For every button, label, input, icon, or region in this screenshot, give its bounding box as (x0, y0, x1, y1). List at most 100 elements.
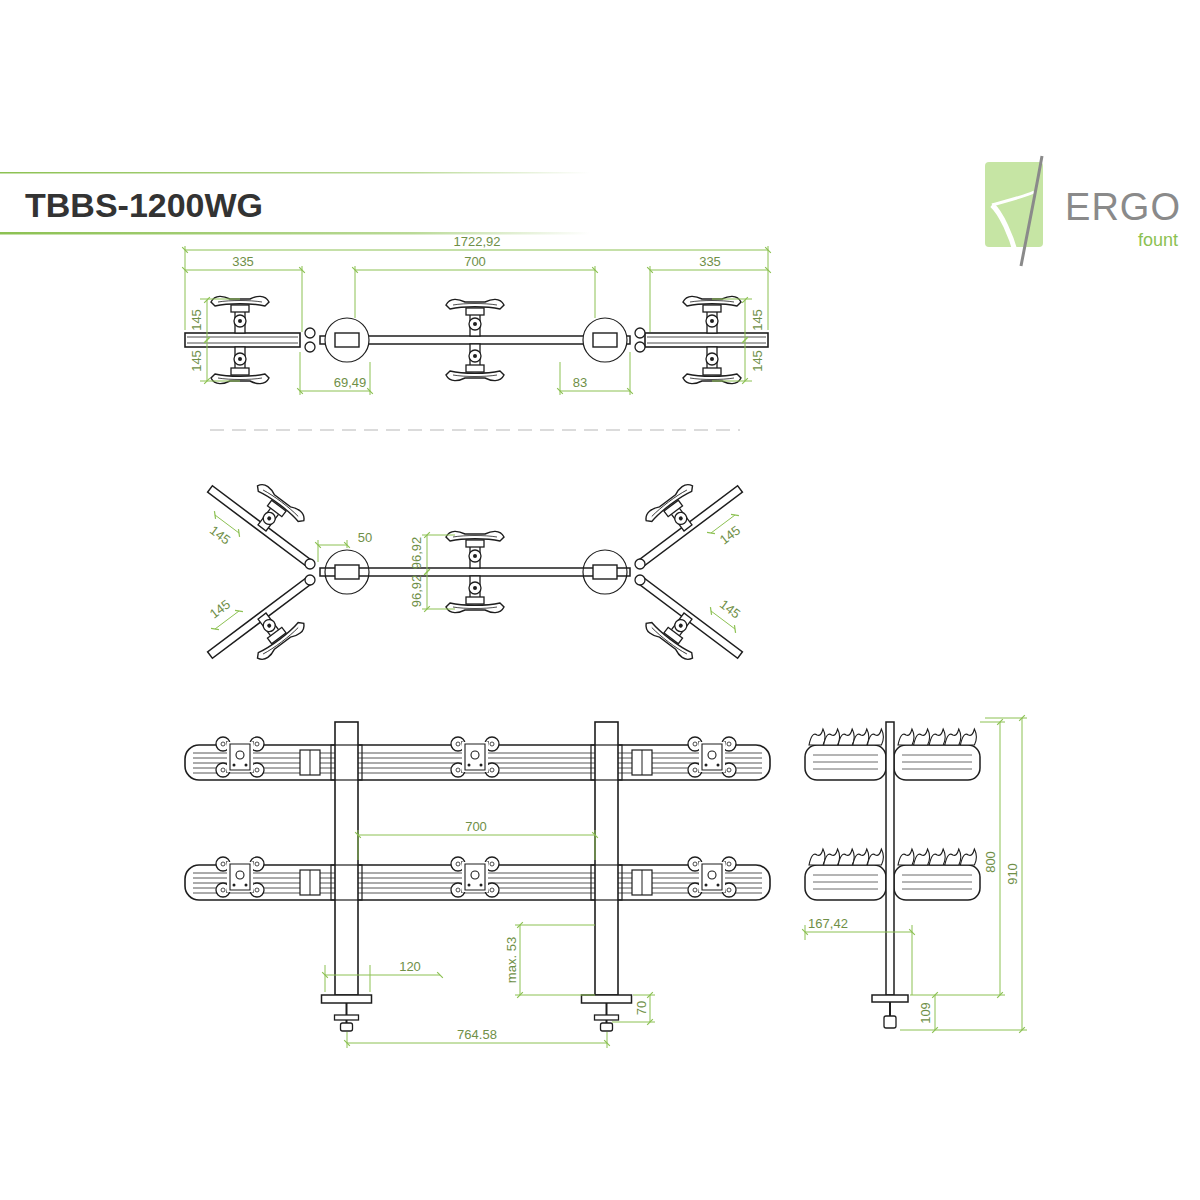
drawing-part (238, 357, 242, 361)
drawing-part (693, 862, 697, 866)
drawing-part (185, 333, 300, 347)
drawing-part (643, 620, 695, 663)
drawing-part (601, 1023, 613, 1031)
drawing-part (466, 365, 484, 372)
dimension-line (204, 337, 210, 384)
drawing-part (490, 888, 494, 892)
drawing-part (520, 925, 521, 995)
drawing-part (263, 628, 299, 656)
drawing-part (699, 742, 725, 772)
drawing-part (705, 764, 708, 767)
rail-groove (813, 769, 878, 770)
drawing-part (230, 744, 250, 770)
dimension: 335 (232, 255, 254, 268)
drawing-part (453, 607, 497, 609)
dimension: 145 (717, 523, 742, 546)
drawing-part (238, 319, 242, 323)
extension-line (318, 540, 319, 562)
drawing-part (470, 314, 480, 336)
pole-clamp (591, 745, 622, 780)
extension-line (515, 925, 595, 926)
extension-line (185, 246, 186, 330)
extension-line (595, 266, 596, 318)
pole-clamp (593, 565, 617, 579)
drawing-part (632, 870, 652, 895)
drawing-part (470, 344, 480, 366)
drawing-part (992, 192, 1034, 205)
dimension: 700 (465, 820, 487, 833)
extension-line (630, 352, 631, 395)
hinge (635, 575, 645, 585)
drawing-part (207, 340, 208, 381)
header-rule (0, 172, 590, 174)
rail-groove (902, 769, 972, 770)
drawing-part (473, 554, 477, 558)
drawing-part (468, 884, 471, 887)
drawing-part (255, 481, 307, 524)
drawing-part (235, 311, 245, 333)
drawing-part (261, 617, 278, 634)
dimension: 145 (751, 350, 764, 372)
drawing-part (300, 870, 320, 895)
logo-subword: fount (1138, 231, 1178, 249)
drawing-part (266, 623, 272, 629)
drawing-part (647, 267, 653, 273)
drawing-part (710, 607, 711, 615)
hinge (635, 342, 645, 352)
drawing-part (182, 247, 188, 253)
drawing-part (647, 1019, 653, 1025)
rail-groove (902, 762, 972, 763)
dimension: 145 (207, 523, 232, 546)
drawing-part (997, 992, 1003, 998)
dimension-line (297, 388, 373, 394)
crossbar-side (805, 745, 886, 780)
dimension-line (344, 1040, 610, 1046)
drawing-part (1019, 1027, 1025, 1033)
drawing-part (650, 270, 768, 271)
vesa-mount (211, 347, 269, 384)
drawing-part (678, 623, 684, 629)
hinge (305, 342, 315, 352)
pole-clamp (331, 745, 362, 780)
pole-clamp (335, 565, 359, 579)
drawing-part (227, 742, 253, 772)
drawing-part (204, 337, 210, 343)
extension-line (912, 925, 913, 995)
drawing-part (592, 267, 598, 273)
drawing-part (182, 267, 188, 273)
drawing-part (693, 888, 697, 892)
drawing-part (300, 391, 370, 392)
drawing-part (705, 884, 708, 887)
vesa-plate (688, 857, 736, 897)
drawing-part (672, 617, 689, 634)
drawing-part (233, 884, 236, 887)
drawing-part (236, 871, 244, 879)
drawing-part (322, 995, 372, 1003)
pole-clamp (335, 333, 359, 347)
drawing-part (299, 267, 305, 273)
drawing-part (355, 270, 595, 271)
clamp-knob (884, 1016, 896, 1028)
dimension: 83 (573, 376, 587, 389)
drawing-part (322, 972, 328, 978)
drawing-part (672, 510, 689, 527)
hinge (305, 575, 315, 585)
desk-clamp (582, 995, 632, 1031)
mount-side (809, 849, 825, 865)
drawing-part (909, 929, 915, 935)
drawing-part (699, 862, 725, 892)
drawing-part (231, 368, 249, 375)
dimension: 764.58 (457, 1028, 497, 1041)
drawing-part (731, 514, 739, 515)
drawing-part (297, 388, 303, 394)
drawing-part (227, 742, 253, 772)
drawing-part (347, 1043, 607, 1044)
rail-groove (902, 889, 972, 890)
drawing-part (427, 572, 428, 609)
dimension-line (424, 532, 430, 575)
mount-side (853, 729, 869, 745)
dimension: 167,42 (808, 917, 848, 930)
desk-clamp (322, 995, 372, 1031)
drawing-part (470, 576, 480, 598)
drawing-part (204, 378, 210, 384)
